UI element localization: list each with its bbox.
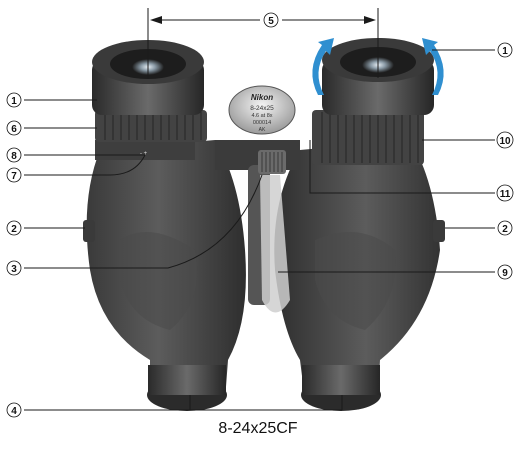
callout-7: 7	[6, 167, 22, 183]
left-diopter-base	[95, 140, 195, 160]
callout-3: 3	[6, 260, 22, 276]
right-diopter-ring	[312, 110, 424, 165]
model-caption: 8-24x25CF	[218, 420, 298, 437]
left-eyepiece: - +	[92, 40, 207, 160]
callout-2-left: 2	[6, 220, 22, 236]
svg-text:7: 7	[11, 171, 17, 182]
nameplate-line3: 4.6 at 8x	[251, 113, 272, 119]
svg-text:6: 6	[11, 124, 17, 135]
interpupillary-dimension	[147, 8, 379, 78]
leader-lines	[24, 49, 495, 411]
rotate-right-arrow-icon	[422, 38, 444, 95]
focus-knob	[258, 150, 286, 174]
callouts: 1 6 8 7 2 3 4 5	[6, 12, 514, 418]
right-body	[274, 140, 440, 411]
svg-text:2: 2	[11, 224, 17, 235]
right-strap-eyelet	[433, 220, 445, 242]
callout-5: 5	[263, 12, 279, 28]
nameplate: Nikon 8-24x25 4.6 at 8x 000014 AK	[228, 85, 296, 135]
left-strap-eyelet	[83, 220, 95, 242]
callout-1-right: 1	[497, 42, 513, 58]
svg-text:4: 4	[11, 406, 17, 417]
nameplate-model: 8-24x25	[250, 105, 274, 112]
right-eyepiece	[312, 38, 434, 165]
rotation-arrows	[312, 38, 444, 95]
svg-text:11: 11	[500, 189, 511, 200]
callout-6: 6	[6, 120, 22, 136]
left-body	[86, 140, 246, 411]
callout-9: 9	[497, 264, 513, 280]
svg-text:3: 3	[11, 264, 17, 275]
rotate-left-arrow-icon	[312, 38, 334, 95]
strap-loop	[260, 175, 290, 313]
callout-1-left: 1	[6, 92, 22, 108]
diopter-scale: - +	[140, 151, 148, 157]
nameplate-brand: Nikon	[251, 93, 273, 102]
svg-text:2: 2	[502, 224, 508, 235]
left-zoom-ring	[95, 110, 207, 142]
callout-4: 4	[6, 402, 22, 418]
svg-text:1: 1	[11, 96, 17, 107]
svg-text:8: 8	[11, 151, 17, 162]
callout-8: 8	[6, 147, 22, 163]
svg-text:5: 5	[268, 16, 274, 27]
svg-text:9: 9	[502, 268, 508, 279]
svg-text:1: 1	[502, 46, 508, 57]
svg-text:10: 10	[499, 136, 511, 147]
center-bridge	[215, 140, 300, 313]
callout-2-right: 2	[497, 220, 513, 236]
nameplate-serial: 000014	[253, 120, 271, 126]
nameplate-line5: AK	[259, 127, 266, 133]
callout-11: 11	[496, 184, 514, 202]
callout-10: 10	[496, 131, 514, 149]
